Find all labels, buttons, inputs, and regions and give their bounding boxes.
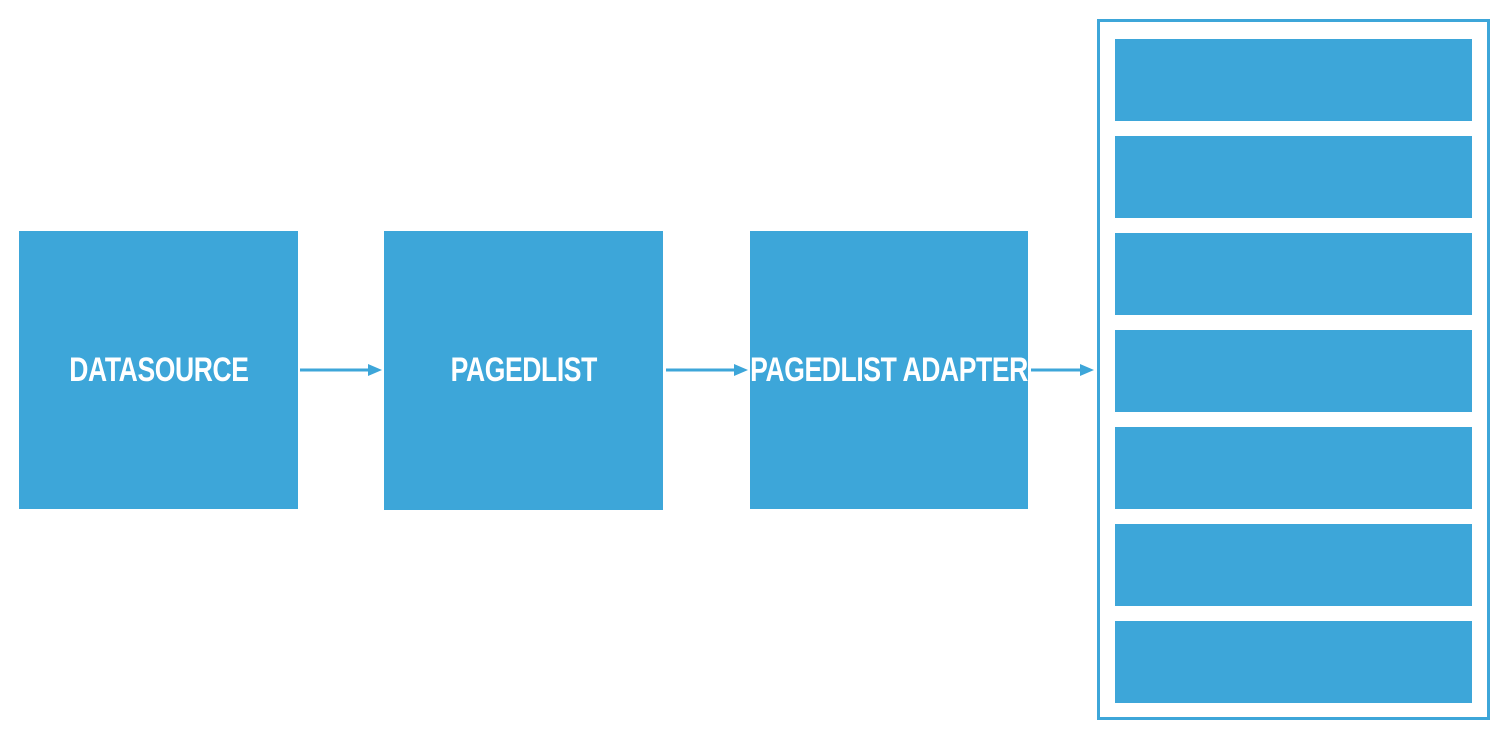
arrow-pagedlist-to-adapter [666, 363, 748, 377]
arrow-adapter-to-list [1031, 363, 1094, 377]
recycler-list-frame [1097, 19, 1490, 720]
pagedlist-label: PAGEDLIST [450, 351, 597, 389]
list-item [1115, 330, 1472, 412]
list-item [1115, 136, 1472, 218]
arrow-datasource-to-pagedlist [300, 363, 382, 377]
list-item [1115, 427, 1472, 509]
list-item [1115, 39, 1472, 121]
list-item [1115, 524, 1472, 606]
list-item [1115, 233, 1472, 315]
list-item [1115, 621, 1472, 703]
pagedlist-box: PAGEDLIST [384, 231, 663, 510]
pagedlist-adapter-box: PAGEDLIST ADAPTER [750, 231, 1028, 509]
datasource-label: DATASOURCE [68, 350, 249, 389]
datasource-box: DATASOURCE [19, 231, 298, 509]
pagedlist-adapter-label: PAGEDLIST ADAPTER [750, 350, 1028, 389]
